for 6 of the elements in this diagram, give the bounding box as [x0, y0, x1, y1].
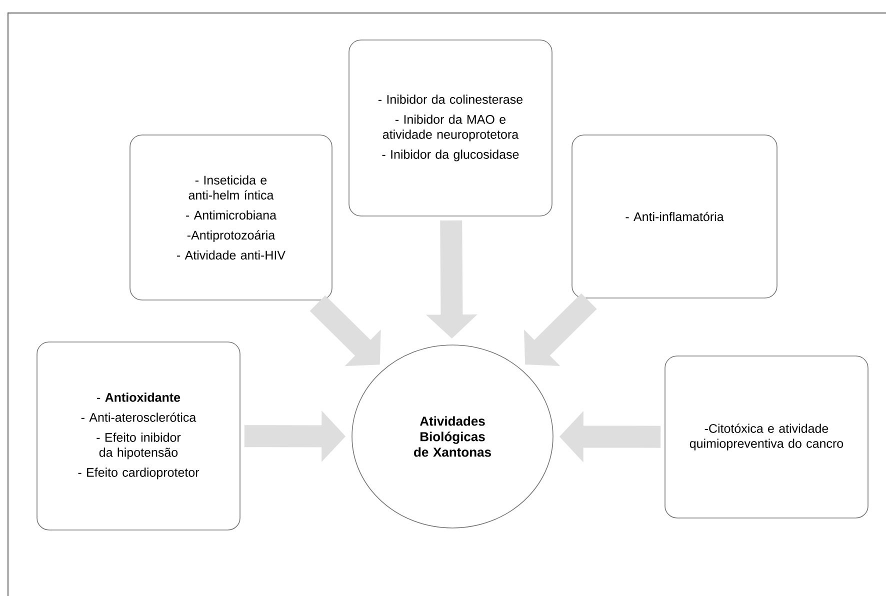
activity-box: -Citotóxica e atividade quimiopreventiva do cancro: [664, 356, 868, 518]
activity-box: - Inibidor da colinesterase - Inibidor da MAO e atividade neuroprotetora - Inibidor da glucosidase: [348, 40, 552, 216]
activity-box: - Inseticida e anti-helm íntica - Antimicrobiana -Antiprotozoária - Atividade anti-HIV: [130, 134, 332, 300]
block-arrow: [524, 293, 597, 366]
activity-box: - Anti-inflamatória: [572, 134, 778, 298]
activity-box: - Antioxidante - Anti-aterosclerótica - Efeito inibidor da hipotensão - Efeito cardioprotetor: [36, 342, 240, 530]
